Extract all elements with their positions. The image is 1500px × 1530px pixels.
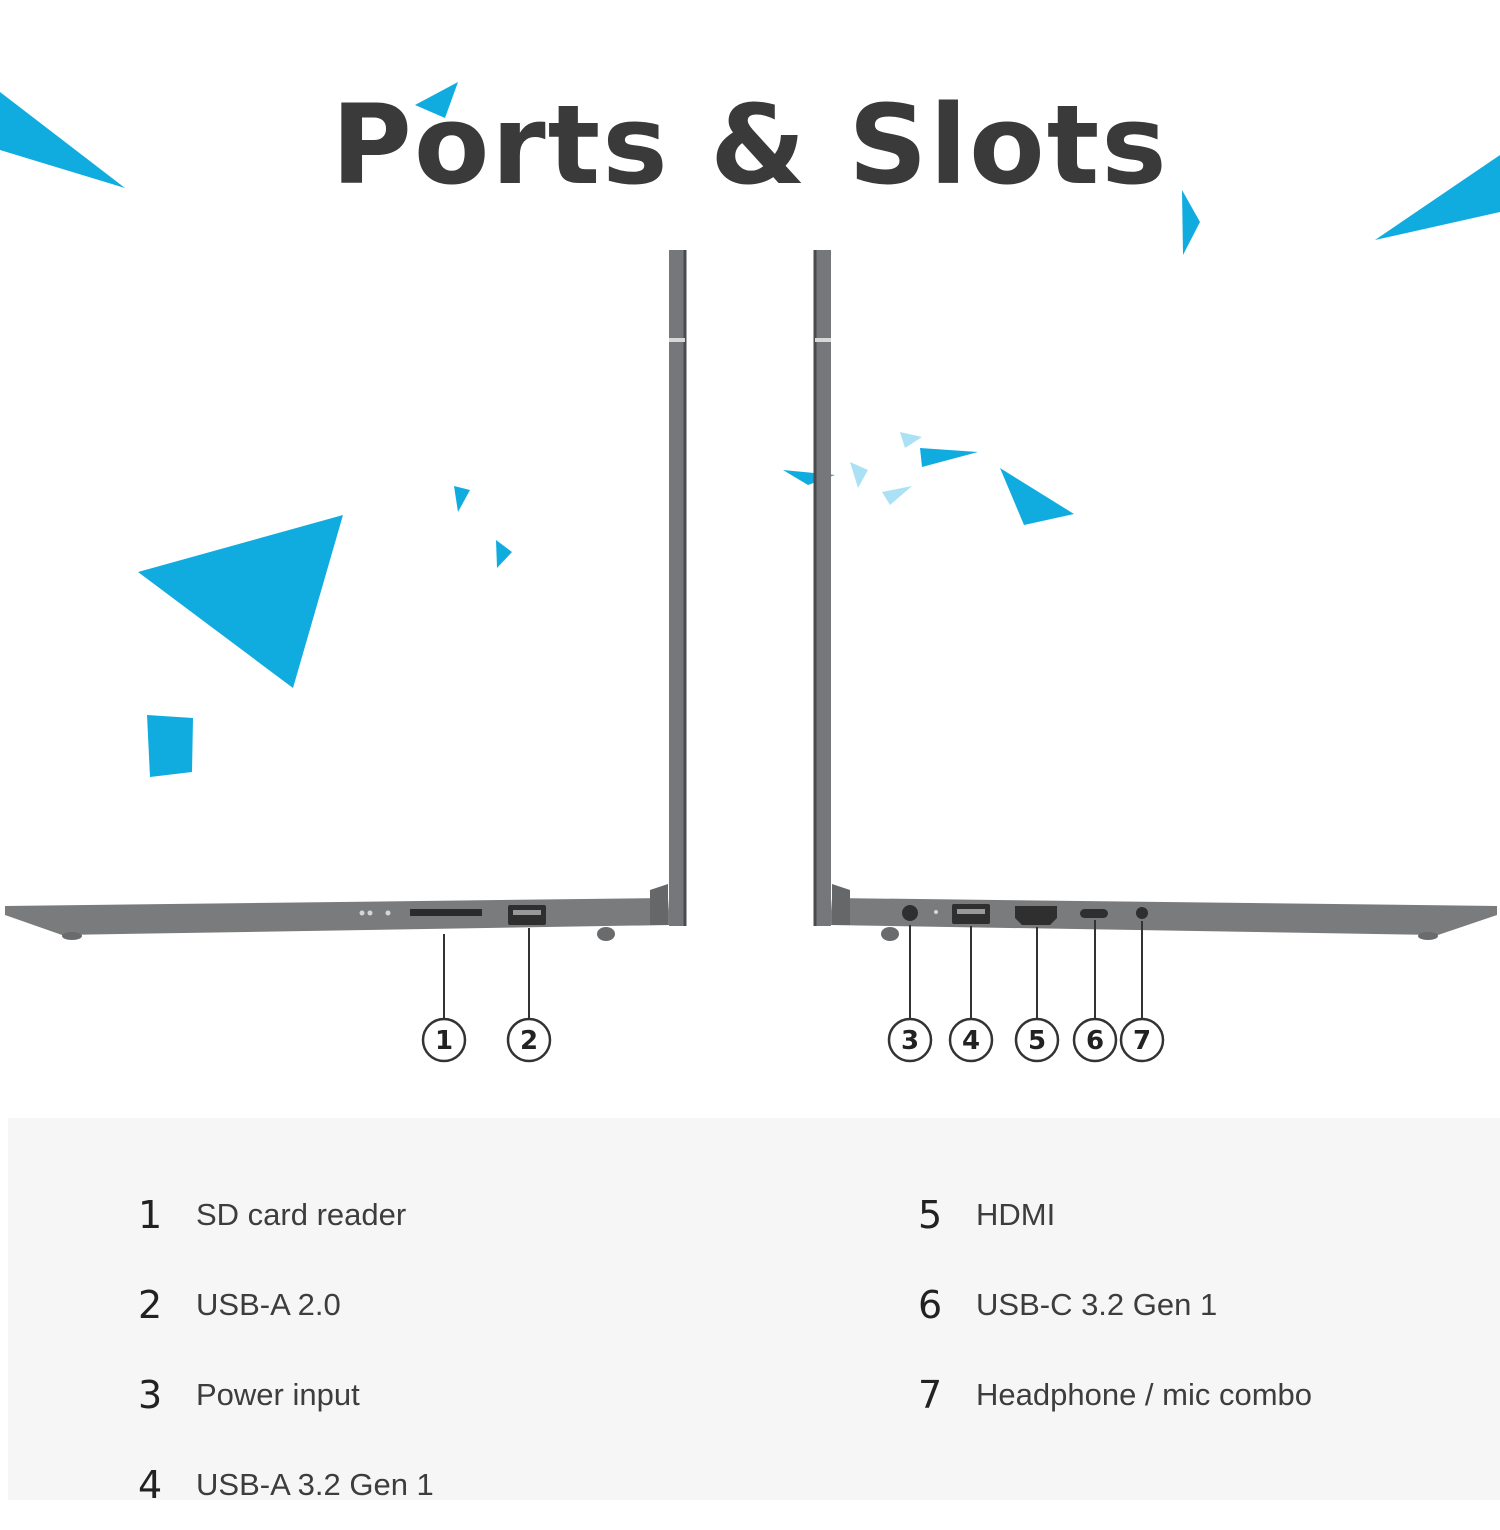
legend-label: Headphone / mic combo bbox=[976, 1377, 1313, 1412]
callout-marker-5: 5 bbox=[1014, 1017, 1060, 1063]
accent-triangle bbox=[0, 92, 125, 188]
callout-marker-2: 2 bbox=[506, 1017, 552, 1063]
legend-item: 3 Power input bbox=[138, 1350, 434, 1440]
headphone-jack bbox=[1136, 907, 1148, 919]
legend-item: 4 USB-A 3.2 Gen 1 bbox=[138, 1440, 434, 1530]
legend-item: 2 USB-A 2.0 bbox=[138, 1260, 434, 1350]
power-input-port bbox=[902, 905, 918, 921]
accent-triangle bbox=[415, 82, 458, 118]
callout-marker-6: 6 bbox=[1072, 1017, 1118, 1063]
legend-item: 6 USB-C 3.2 Gen 1 bbox=[918, 1260, 1312, 1350]
legend-item: 5 HDMI bbox=[918, 1170, 1312, 1260]
hdmi-port bbox=[1015, 906, 1057, 925]
accent-fragment bbox=[900, 432, 922, 448]
laptop-lid bbox=[815, 250, 831, 926]
legend-item: 1 SD card reader bbox=[138, 1170, 434, 1260]
laptop-base bbox=[5, 898, 670, 935]
callout-number: 5 bbox=[1028, 1026, 1046, 1056]
legend-number: 6 bbox=[918, 1283, 943, 1327]
legend-label: USB-A 3.2 Gen 1 bbox=[196, 1467, 434, 1502]
callout-number: 2 bbox=[520, 1026, 538, 1056]
legend-label: USB-C 3.2 Gen 1 bbox=[976, 1287, 1218, 1322]
callout-number: 1 bbox=[435, 1026, 453, 1056]
legend-label: USB-A 2.0 bbox=[196, 1287, 341, 1322]
status-led-icon bbox=[359, 910, 365, 916]
legend-label: SD card reader bbox=[196, 1197, 407, 1232]
ports-legend: 1 SD card reader 2 USB-A 2.0 3 Power inp… bbox=[8, 1118, 1500, 1507]
accent-triangle bbox=[1000, 468, 1074, 525]
accent-triangle bbox=[454, 486, 470, 512]
callout-number: 6 bbox=[1086, 1026, 1104, 1056]
legend-number: 4 bbox=[138, 1463, 163, 1507]
laptop-base bbox=[830, 898, 1497, 935]
callout-number: 4 bbox=[962, 1026, 980, 1056]
callout-number: 7 bbox=[1133, 1026, 1151, 1056]
legend-label: Power input bbox=[196, 1377, 360, 1412]
legend-number: 1 bbox=[138, 1193, 163, 1237]
accent-fragment bbox=[850, 462, 868, 488]
decorative-shapes bbox=[0, 82, 1500, 777]
legend-label: HDMI bbox=[976, 1197, 1056, 1232]
callout-marker-3: 3 bbox=[887, 1017, 933, 1063]
accent-triangle bbox=[138, 515, 343, 688]
page-title: Ports & Slots bbox=[331, 81, 1169, 209]
accent-triangle bbox=[1182, 190, 1200, 255]
legend-item: 7 Headphone / mic combo bbox=[918, 1350, 1312, 1440]
callout-marker-4: 4 bbox=[948, 1017, 994, 1063]
legend-number: 3 bbox=[138, 1373, 163, 1417]
accent-triangle bbox=[496, 540, 512, 568]
legend-number: 5 bbox=[918, 1193, 943, 1237]
accent-triangle bbox=[1375, 155, 1500, 240]
legend-number: 2 bbox=[138, 1283, 163, 1327]
accent-triangle bbox=[920, 448, 978, 467]
legend-column-left: 1 SD card reader 2 USB-A 2.0 3 Power inp… bbox=[138, 1170, 434, 1530]
laptop-lid bbox=[669, 250, 685, 926]
callout-marker-7: 7 bbox=[1119, 1017, 1165, 1063]
callout-marker-1: 1 bbox=[421, 1017, 467, 1063]
accent-square bbox=[147, 715, 193, 777]
sd-card-slot bbox=[410, 909, 482, 916]
laptop-right-side bbox=[813, 250, 1497, 1018]
legend-number: 7 bbox=[918, 1373, 943, 1417]
callout-number: 3 bbox=[901, 1026, 919, 1056]
accent-fragment bbox=[882, 486, 912, 505]
legend-column-right: 5 HDMI 6 USB-C 3.2 Gen 1 7 Headphone / m… bbox=[918, 1170, 1312, 1440]
laptop-left-side bbox=[5, 250, 687, 1018]
usb-c-port bbox=[1080, 909, 1108, 918]
callout-markers: 1 2 3 4 5 6 7 bbox=[421, 1017, 1165, 1063]
illustration: 1 2 3 4 5 6 7 bbox=[0, 82, 1500, 1063]
